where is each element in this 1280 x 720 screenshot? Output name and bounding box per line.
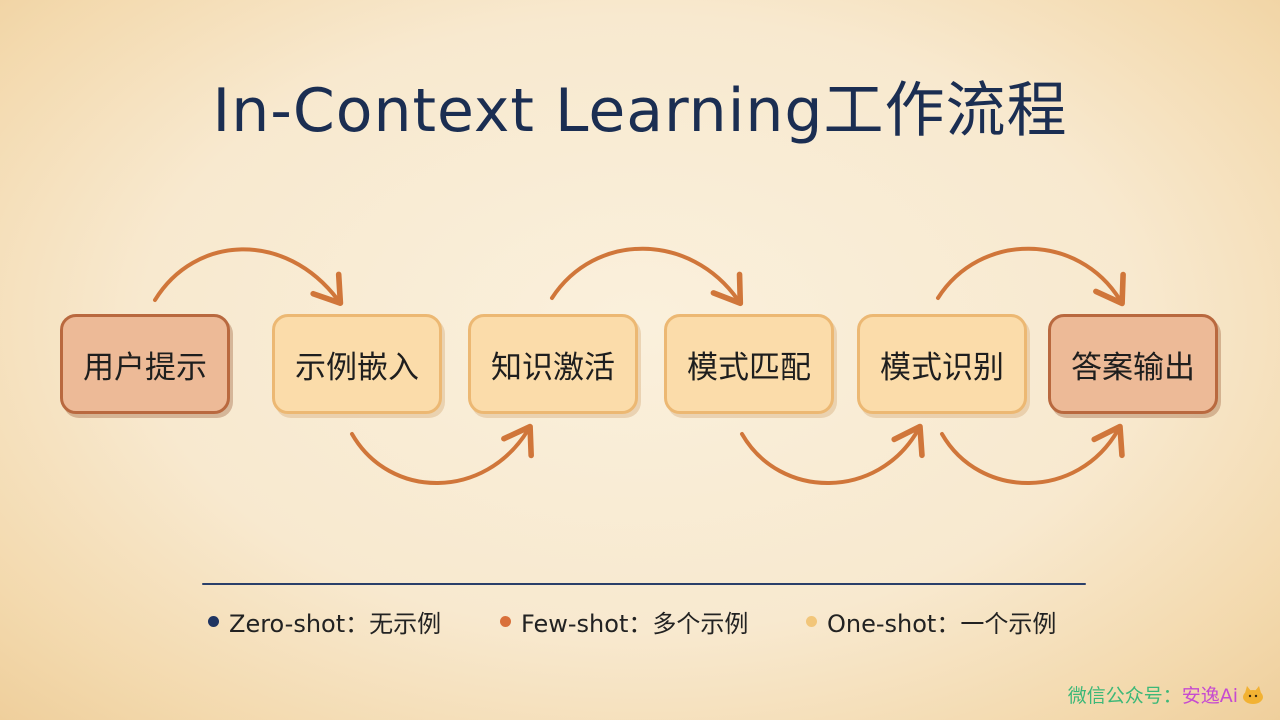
watermark-name: 安逸Ai — [1181, 685, 1238, 707]
legend-label: Zero-shot：无示例 — [229, 609, 442, 638]
legend-label: Few-shot：多个示例 — [521, 609, 749, 638]
arrow-bottom-3 — [940, 423, 1125, 485]
arrow-top-1 — [153, 247, 344, 306]
step-knowledge-activation: 知识激活 — [468, 314, 638, 414]
arrow-bottom-2 — [740, 423, 925, 485]
arrow-top-3 — [936, 246, 1126, 307]
step-example-embedding: 示例嵌入 — [272, 314, 442, 414]
legend-dot-navy — [208, 615, 219, 627]
legend-label: One-shot：一个示例 — [827, 609, 1057, 638]
arrow-bottom-1 — [350, 423, 534, 485]
cat-logo-icon — [1243, 685, 1263, 704]
step-pattern-matching: 模式匹配 — [664, 314, 834, 414]
step-user-prompt: 用户提示 — [60, 314, 230, 414]
diagram-title: In-Context Learning工作流程 — [212, 76, 1068, 146]
arrow-top-2 — [550, 246, 744, 307]
step-answer-output: 答案输出 — [1048, 314, 1218, 414]
legend-dot-yellow — [806, 615, 817, 627]
legend-item-zero-shot: Zero-shot：无示例 — [208, 604, 441, 638]
legend-item-few-shot: Few-shot：多个示例 — [500, 604, 748, 638]
step-pattern-recognition: 模式识别 — [857, 314, 1027, 414]
legend-dot-orange — [500, 615, 511, 627]
legend-item-one-shot: One-shot：一个示例 — [806, 604, 1056, 638]
watermark-label: 微信公众号： — [1067, 685, 1182, 707]
legend-divider — [202, 583, 1086, 585]
watermark: 微信公众号： 安逸Ai — [1068, 681, 1266, 708]
